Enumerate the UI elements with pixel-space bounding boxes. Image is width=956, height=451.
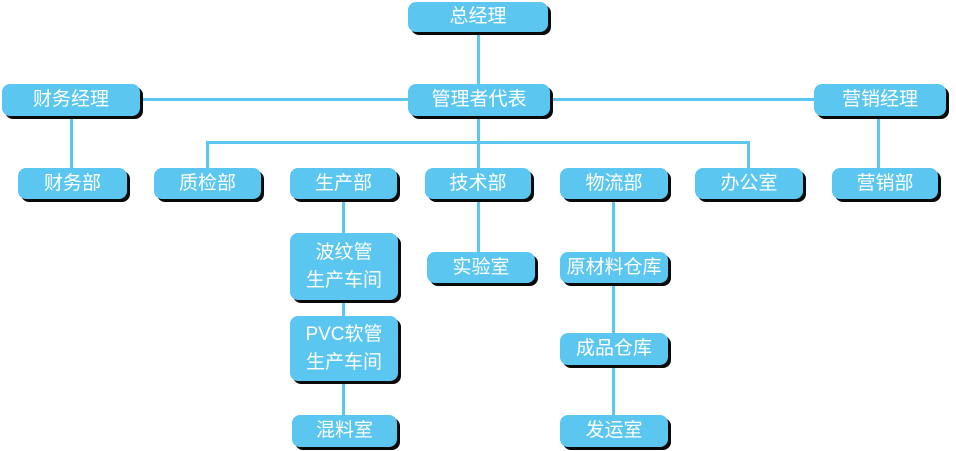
connector-finance-mgr-to-mgmt-rep <box>140 98 408 101</box>
org-node-finance-dept: 财务部 <box>18 168 127 199</box>
org-node-finance-manager: 财务经理 <box>2 84 140 116</box>
connector-bus-to-office <box>747 141 750 168</box>
connector-corrugated-to-pvc-workshop <box>342 300 345 316</box>
connector-mgmt-rep-to-marketing-mgr <box>550 98 814 101</box>
org-node-raw-material-warehouse: 原材料仓库 <box>560 252 668 283</box>
org-node-pvc-hose-workshop: PVC软管 生产车间 <box>290 316 398 381</box>
connector-production-to-corrugated-workshop <box>342 199 345 233</box>
org-node-shipping-room: 发运室 <box>560 415 668 447</box>
connector-gm-to-mgmt-rep <box>477 32 480 84</box>
org-node-quality-inspection-dept: 质检部 <box>154 168 261 199</box>
org-node-laboratory: 实验室 <box>427 252 535 283</box>
org-node-mixing-room: 混料室 <box>292 415 397 447</box>
org-node-logistics-dept: 物流部 <box>560 168 668 199</box>
connector-pvc-workshop-to-mixing-room <box>342 381 345 415</box>
connector-marketing-mgr-to-marketing-dept <box>877 116 880 168</box>
connector-mgmt-rep-to-bus <box>477 116 480 142</box>
org-node-finished-goods-warehouse: 成品仓库 <box>560 333 668 365</box>
org-node-general-manager: 总经理 <box>408 2 548 32</box>
connector-technology-to-laboratory <box>477 199 480 252</box>
connector-finance-mgr-to-finance-dept <box>70 116 73 168</box>
org-node-office: 办公室 <box>695 168 803 199</box>
connector-finished-goods-to-shipping-room <box>612 365 615 415</box>
org-node-marketing-manager: 营销经理 <box>814 84 946 116</box>
org-node-production-dept: 生产部 <box>290 168 397 199</box>
org-node-corrugated-pipe-workshop: 波纹管 生产车间 <box>290 233 398 300</box>
org-node-management-representative: 管理者代表 <box>408 84 550 116</box>
org-node-technology-dept: 技术部 <box>425 168 531 199</box>
connector-bus-to-technology-dept <box>477 141 480 168</box>
connector-bus-to-quality-dept <box>206 141 209 168</box>
org-node-marketing-dept: 营销部 <box>832 168 938 199</box>
connector-raw-material-to-finished-goods <box>612 283 615 333</box>
connector-logistics-to-raw-material-warehouse <box>612 199 615 252</box>
